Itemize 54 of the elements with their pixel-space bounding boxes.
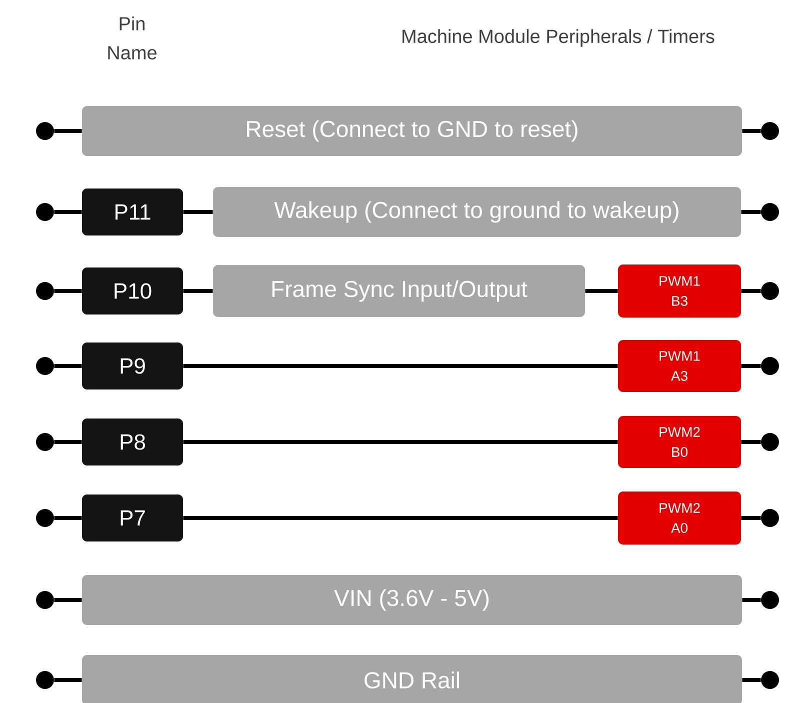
pin-dot — [761, 357, 779, 375]
timer-box: PWM1 B3 — [618, 264, 741, 318]
pin-dot — [36, 282, 54, 300]
pin-box: P8 — [82, 418, 183, 466]
wire — [54, 516, 82, 520]
timer-box: PWM1 A3 — [618, 340, 741, 392]
wire — [741, 364, 761, 368]
pin-box: P9 — [82, 342, 183, 390]
pin-box: P10 — [82, 268, 183, 314]
rail-bar: GND Rail — [82, 655, 742, 703]
column-heading: Machine Module Peripherals / Timers — [402, 29, 714, 47]
pin-dot — [36, 122, 54, 140]
wire — [183, 516, 618, 520]
wire — [742, 129, 761, 133]
wire — [741, 210, 761, 214]
pin-dot — [761, 433, 779, 451]
wire — [183, 289, 213, 293]
wire — [54, 440, 82, 444]
wire — [54, 678, 82, 682]
rail-bar: VIN (3.6V - 5V) — [82, 575, 742, 625]
wire — [54, 364, 82, 368]
wire — [183, 440, 618, 444]
wire — [54, 598, 82, 602]
pin-box: P7 — [82, 494, 183, 542]
wire — [742, 598, 761, 602]
pin-dot — [36, 357, 54, 375]
pin-dot — [761, 282, 779, 300]
wire — [183, 210, 213, 214]
pin-box: P11 — [82, 188, 183, 236]
rail-bar: Reset (Connect to GND to reset) — [82, 106, 742, 156]
wire — [742, 678, 761, 682]
rail-bar: Wakeup (Connect to ground to wakeup) — [213, 187, 741, 237]
wire — [54, 210, 82, 214]
wire — [585, 289, 618, 293]
pin-dot — [761, 203, 779, 221]
pin-dot — [36, 509, 54, 527]
wire — [54, 129, 82, 133]
pin-dot — [36, 671, 54, 689]
wire — [54, 289, 82, 293]
pin-dot — [761, 509, 779, 527]
pin-dot — [761, 671, 779, 689]
wire — [741, 516, 761, 520]
wire — [183, 364, 618, 368]
pin-dot — [36, 203, 54, 221]
pin-dot — [761, 122, 779, 140]
rail-bar: Frame Sync Input/Output — [213, 265, 585, 317]
pin-dot — [36, 591, 54, 609]
timer-box: PWM2 B0 — [618, 416, 741, 468]
pin-dot — [36, 433, 54, 451]
timer-box: PWM2 A0 — [618, 492, 741, 544]
pin-dot — [761, 591, 779, 609]
column-heading: Pin Name — [108, 16, 156, 60]
wire — [741, 289, 761, 293]
wire — [741, 440, 761, 444]
